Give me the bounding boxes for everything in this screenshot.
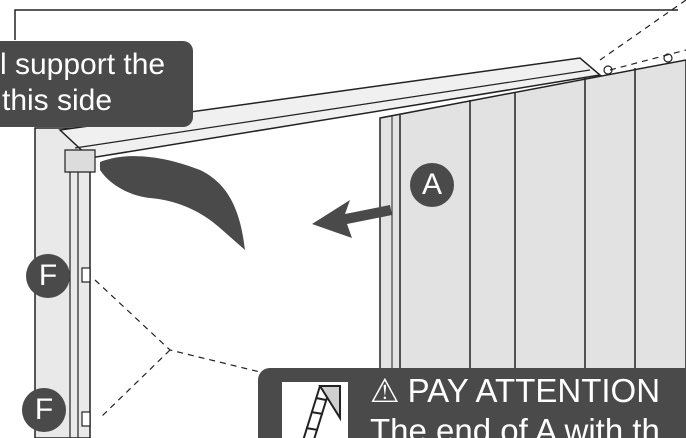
bracket-bottom <box>82 412 90 426</box>
ladder-icon <box>280 378 350 438</box>
label-a-badge: A <box>410 163 454 207</box>
notice-title-row: ⚠PAY ATTENTION <box>370 372 660 410</box>
callout-line-2: this side <box>0 83 193 119</box>
callout-line-1: l support the <box>0 47 193 83</box>
bracket-top <box>82 268 90 282</box>
frame-outline <box>15 10 678 40</box>
label-f-badge-top: F <box>26 254 70 298</box>
notice-body: The end of A with th <box>370 412 660 438</box>
hand-shape <box>100 156 245 250</box>
attention-notice: ⚠PAY ATTENTION The end of A with th <box>258 368 686 438</box>
label-f-badge-bottom: F <box>22 388 66 432</box>
warning-icon: ⚠ <box>370 372 400 409</box>
notice-title: PAY ATTENTION <box>408 372 660 409</box>
support-callout: l support the this side <box>0 41 193 127</box>
